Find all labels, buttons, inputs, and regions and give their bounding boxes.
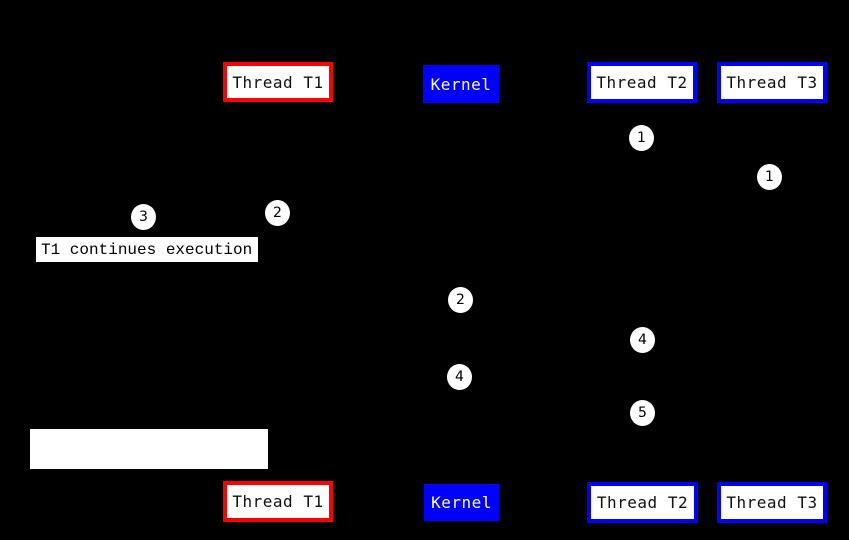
thread-t1-box-top: Thread T1 — [223, 62, 333, 102]
thread-t2-box-bottom: Thread T2 — [587, 482, 698, 523]
note-t1-continues-execution: T1 continues execution — [36, 237, 258, 262]
step-badge: 2 — [265, 200, 290, 226]
step-badge: 1 — [629, 125, 654, 151]
thread-t2-box-top: Thread T2 — [587, 62, 697, 103]
step-badge: 3 — [131, 204, 156, 230]
blank-label-box — [30, 429, 268, 469]
thread-t3-box-top: Thread T3 — [717, 62, 827, 103]
step-badge: 4 — [630, 327, 655, 353]
step-badge: 5 — [630, 400, 655, 426]
thread-t1-box-bottom: Thread T1 — [223, 481, 333, 522]
step-badge: 2 — [448, 287, 473, 313]
step-badge: 1 — [757, 164, 782, 190]
step-badge: 4 — [447, 364, 472, 390]
thread-t3-box-bottom: Thread T3 — [717, 482, 827, 523]
kernel-box-top: Kernel — [423, 65, 499, 103]
kernel-box-bottom: Kernel — [424, 484, 499, 521]
